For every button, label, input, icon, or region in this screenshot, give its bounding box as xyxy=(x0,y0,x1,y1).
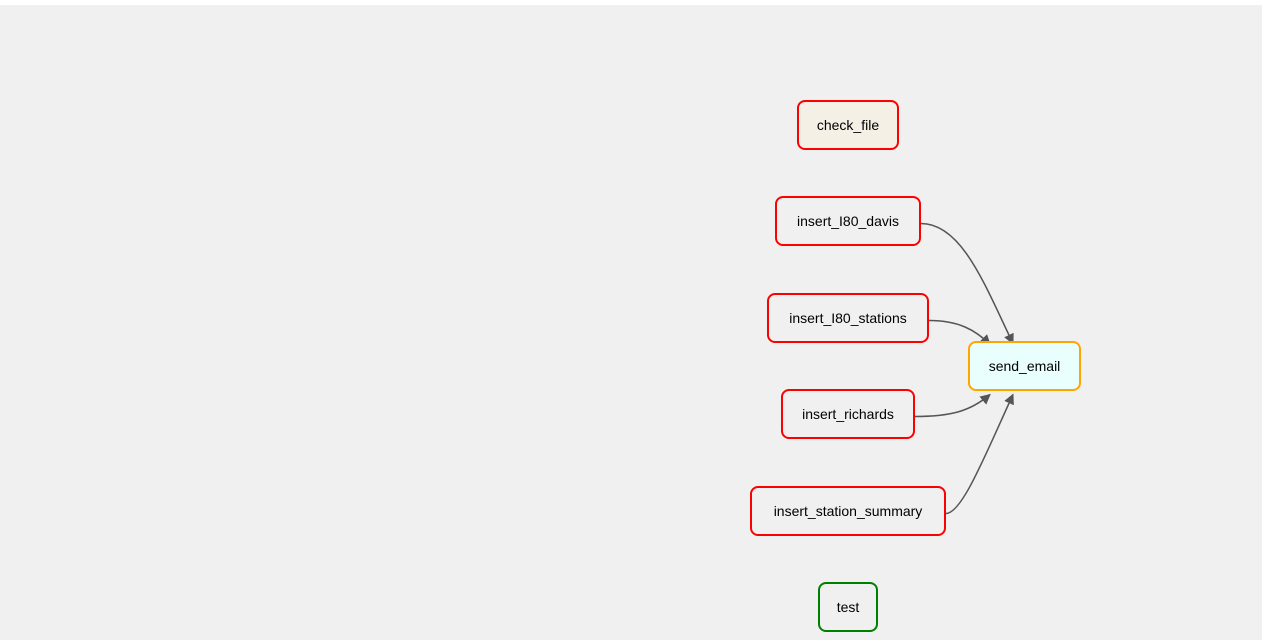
edge-insert-station-summary-to-send-email xyxy=(945,393,1014,515)
node-insert-l80-stations[interactable]: insert_I80_stations xyxy=(767,293,929,343)
node-send-email[interactable]: send_email xyxy=(968,341,1081,391)
node-insert-richards[interactable]: insert_richards xyxy=(781,389,915,439)
graph-edges xyxy=(914,222,1014,515)
node-check-file[interactable]: check_file xyxy=(797,100,899,150)
edge-insert-l80-davis-to-send-email xyxy=(920,222,1014,345)
edge-insert-l80-stations-to-send-email xyxy=(928,319,991,346)
node-insert-station-summary[interactable]: insert_station_summary xyxy=(750,486,946,536)
graph-canvas: check_file insert_I80_davis insert_I80_s… xyxy=(0,5,1262,640)
node-insert-l80-davis[interactable]: insert_I80_davis xyxy=(775,196,921,246)
edge-insert-richards-to-send-email xyxy=(914,393,991,418)
node-test[interactable]: test xyxy=(818,582,878,632)
